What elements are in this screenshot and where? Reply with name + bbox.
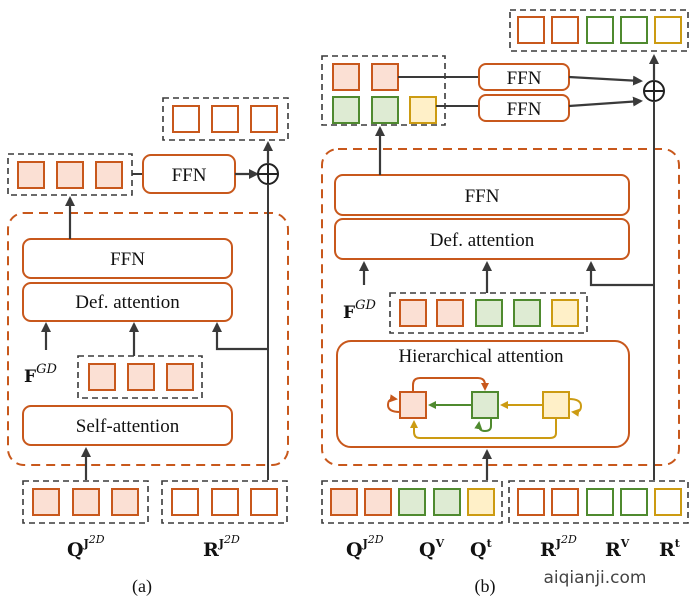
arrow-ref-to-def-attn-b <box>586 261 654 287</box>
ffn-block-a <box>22 238 233 279</box>
reference-token-vertex <box>620 16 648 44</box>
query-token-vertex <box>513 299 541 327</box>
query-input-group-a <box>22 480 149 524</box>
query-token <box>127 363 155 391</box>
query-label-a: QJ2D <box>67 533 105 561</box>
reference-token-vertex <box>620 488 648 516</box>
query-token-translation <box>551 299 579 327</box>
self-attention-block-a <box>22 405 233 446</box>
query-group-mid-b <box>389 292 588 334</box>
query-translation-label-b: Qt <box>470 537 493 561</box>
ffn-top-label-b1: FFN <box>507 68 542 89</box>
query-token-vertex <box>475 299 503 327</box>
self-attention-label-a: Self-attention <box>76 416 180 437</box>
reference-token-translation <box>654 16 682 44</box>
translation-node <box>542 391 570 419</box>
output-token <box>95 161 123 189</box>
output-token-joint <box>332 63 360 91</box>
ffn-top-block-b2 <box>478 94 570 122</box>
query-token-joint <box>364 488 392 516</box>
hierarchical-attention-label: Hierarchical attention <box>398 346 564 367</box>
watermark: aiqianji.com <box>543 568 646 588</box>
output-token-translation <box>409 96 437 124</box>
query-token <box>32 488 60 516</box>
reference-label-a: RJ2D <box>203 533 240 561</box>
reference-token-vertex <box>586 488 614 516</box>
ffn-block-b <box>334 174 630 216</box>
caption-b: (b) <box>475 576 496 597</box>
reference-token <box>172 105 200 133</box>
query-token-joint <box>330 488 358 516</box>
query-token-vertex <box>433 488 461 516</box>
query-token-translation <box>467 488 495 516</box>
output-token <box>17 161 45 189</box>
reference-token <box>171 488 199 516</box>
vertex-node <box>471 391 499 419</box>
query-joint-label-b: QJ2D <box>346 533 384 561</box>
query-vertex-label-b: QV <box>419 537 445 561</box>
query-input-group-b <box>321 480 503 524</box>
reference-token-translation <box>654 488 682 516</box>
reference-input-group-a <box>161 480 288 524</box>
output-token-joint <box>371 63 399 91</box>
reference-token-joint <box>551 488 579 516</box>
def-attention-block-b <box>334 218 630 260</box>
reference-translation-label-b: Rt <box>659 537 681 561</box>
panel-a: FFN Def. attention Self-attention FGD FF… <box>7 97 289 597</box>
reference-token <box>250 488 278 516</box>
query-token-vertex <box>398 488 426 516</box>
sum-icon-a <box>257 163 279 185</box>
output-token-vertex <box>371 96 399 124</box>
self-loop-joint <box>386 394 401 413</box>
query-token <box>88 363 116 391</box>
caption-a: (a) <box>132 576 152 597</box>
ffn-label-b: FFN <box>465 186 500 207</box>
query-token-joint <box>399 299 427 327</box>
query-token <box>72 488 100 516</box>
feature-label-a: FGD <box>24 362 57 387</box>
def-attention-block-a <box>22 282 233 322</box>
reference-token-joint <box>551 16 579 44</box>
reference-token <box>211 105 239 133</box>
query-group-mid-a <box>77 355 203 399</box>
query-token <box>166 363 194 391</box>
arrow-ref-to-def-attn-a <box>212 322 269 351</box>
output-token <box>56 161 84 189</box>
edge-translation-to-joint <box>410 418 557 439</box>
reference-token-vertex <box>586 16 614 44</box>
reference-vertex-label-b: RV <box>605 537 630 561</box>
ffn-label-a: FFN <box>110 249 145 270</box>
query-token-joint <box>436 299 464 327</box>
refined-reference-group-a <box>162 97 289 141</box>
output-token-vertex <box>332 96 360 124</box>
reference-token-joint <box>517 488 545 516</box>
self-loop-translation <box>568 398 583 417</box>
panel-b: FFN Def. attention FGD Hierarchical atte… <box>321 9 689 597</box>
reference-joint-label-b: RJ2D <box>540 533 577 561</box>
arrow-ffn1-to-sum <box>568 75 643 86</box>
reference-token <box>211 488 239 516</box>
output-group-b <box>321 55 446 126</box>
decoder-layer-container-a <box>7 212 289 466</box>
arrow-ffn2-to-sum <box>568 96 643 108</box>
reference-token-joint <box>517 16 545 44</box>
feature-label-b: FGD <box>343 298 376 323</box>
edge-joint-to-vertex <box>412 377 489 392</box>
reference-input-group-b <box>508 480 689 524</box>
reference-token <box>250 105 278 133</box>
joint-node <box>399 391 427 419</box>
self-loop-vertex <box>474 418 492 433</box>
query-token <box>111 488 139 516</box>
ffn-top-label-a: FFN <box>172 165 207 186</box>
ffn-top-label-b2: FFN <box>507 99 542 120</box>
hierarchy-graph <box>386 377 583 439</box>
def-attention-label-b: Def. attention <box>430 230 535 251</box>
sum-icon-b <box>643 80 665 102</box>
def-attention-label-a: Def. attention <box>75 292 180 313</box>
